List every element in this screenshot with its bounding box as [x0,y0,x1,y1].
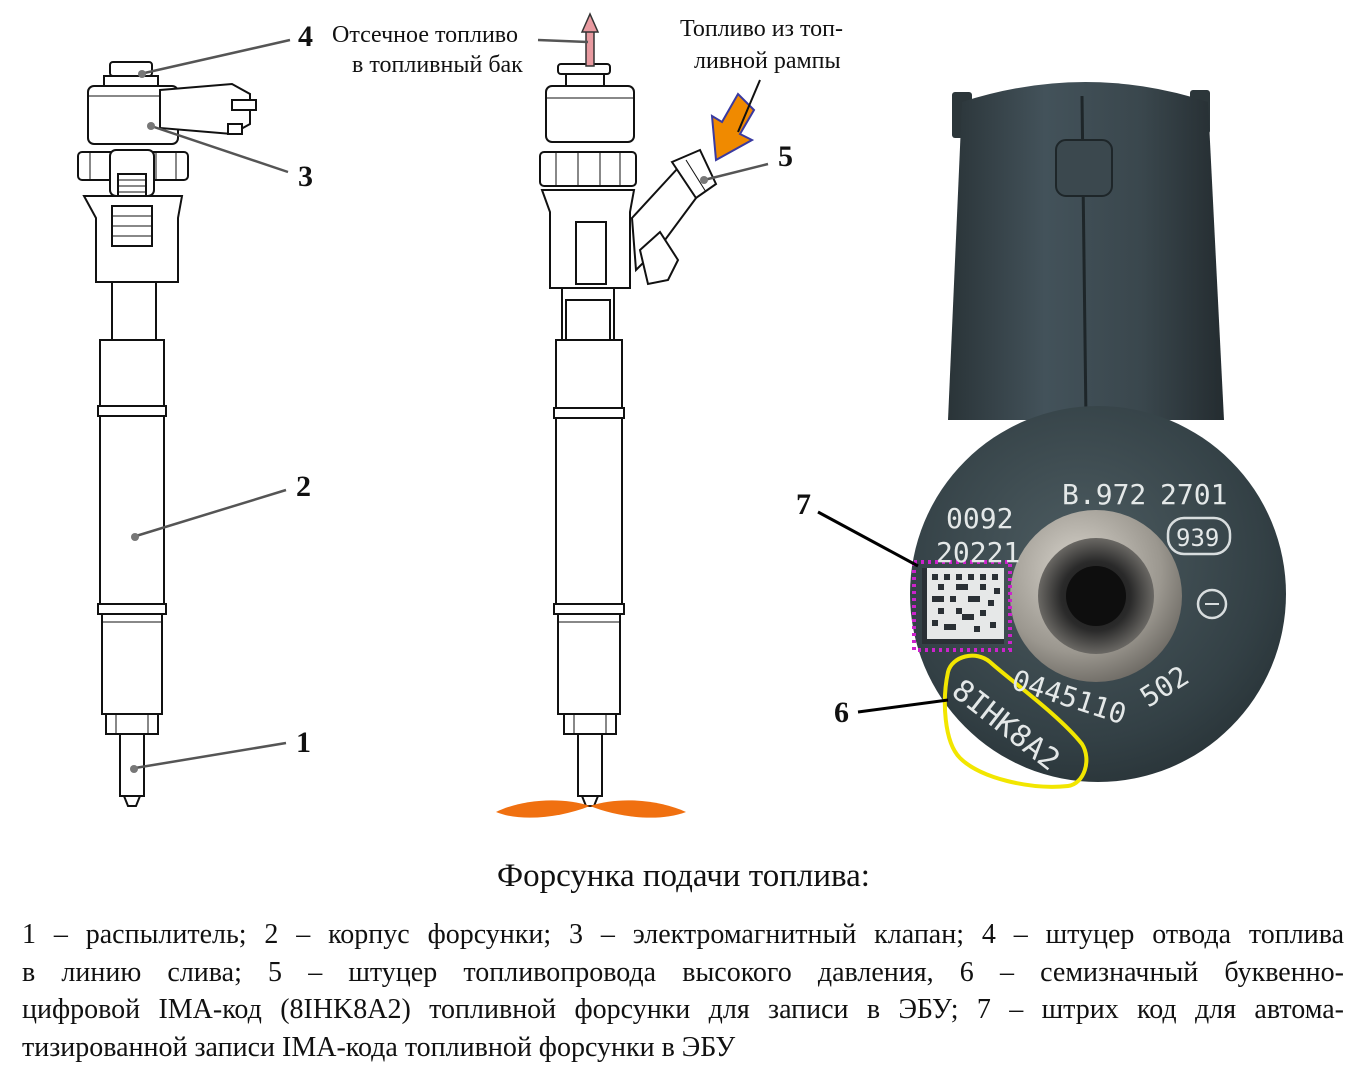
photo-leader-lines [817,510,949,714]
leader-lines [134,38,769,770]
supply-fuel-label-line2: ливной рампы [694,48,841,74]
injector-drawing-front [77,61,257,807]
marking-2701: 2701 [1160,478,1227,511]
figure-caption: 1 – распылитель; 2 – корпус форсунки; 3 … [22,916,1344,1066]
return-fuel-label-line1: Отсечное топливо [332,22,518,48]
barcode-highlight [912,560,1012,652]
marking-20221: 20221 [936,536,1020,569]
caption-line: в линию слива; 5 – штуцер топливопровода… [22,956,1344,988]
callout-4: 4 [298,20,313,53]
caption-line: 1 – распылитель; 2 – корпус форсунки; 3 … [22,919,1344,950]
fuel-spray-right [590,800,686,818]
ima-code-highlight [942,653,1089,789]
marking-939: 939 [1176,524,1219,552]
datamatrix-barcode [922,568,1004,644]
figure-title: Форсунка подачи топлива: [497,858,870,894]
supply-fuel-arrow [710,92,756,162]
leader-dots [130,70,708,773]
return-fuel-arrow [580,12,600,67]
injector-drawing-side [539,63,718,807]
return-fuel-label-line2: в топливный бак [352,52,523,78]
caption-line: тизированной записи IMA-кода топливной ф… [22,1031,736,1063]
callout-3: 3 [298,160,313,193]
marking-0092: 0092 [946,502,1013,535]
callout-6: 6 [834,696,849,729]
fuel-spray-left [496,800,590,818]
caption-line: цифровой IMA-код (8IHK8A2) топливной фор… [22,994,1344,1025]
marking-b972: B.972 [1062,478,1146,511]
callout-5: 5 [778,140,793,173]
supply-fuel-label-line1: Топливо из топ- [680,16,843,42]
callout-2: 2 [296,470,311,503]
injector-photo: 0092 20221 B.972 2701 939 0445110 502 8I… [910,82,1286,789]
callout-7: 7 [796,488,811,521]
injector-figure: 0092 20221 B.972 2701 939 0445110 502 8I… [77,12,1286,818]
callout-1: 1 [296,726,311,759]
